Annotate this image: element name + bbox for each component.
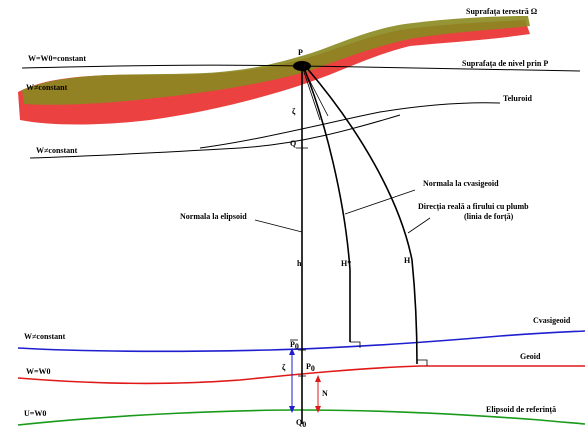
point-label-h-star: H*: [341, 259, 351, 268]
label-cvasigeoid: Cvasigeoid: [533, 316, 571, 325]
n-arrow-head-bottom: [315, 406, 321, 413]
label-w-w0-constant: W=W0=constant: [28, 54, 86, 63]
label-linia-forta: (linia de forță): [464, 212, 514, 221]
geoid-line: [17, 365, 585, 385]
label-directia-reala: Direcția reală a firului cu plumb: [418, 202, 529, 211]
label-u-w0: U=W0: [24, 409, 46, 418]
cvasigeoid-line: [17, 330, 586, 353]
label-geoid: Geoid: [520, 352, 541, 361]
fan-line-1: [301, 65, 329, 117]
label-suprafata-terestra: Suprafața terestră Ω: [466, 7, 538, 16]
zeta-arrow-head-bottom: [289, 406, 295, 413]
right-angle-geoid: [417, 359, 428, 366]
label-w-neq-constant-3: W≠constant: [24, 332, 66, 341]
callout-directia-reala: [407, 217, 431, 234]
quasigeoid-normal-curve: [303, 67, 351, 342]
point-p-marker: [293, 61, 311, 71]
point-label-zeta-bottom: ζ: [282, 363, 286, 372]
label-elipsoid: Elipsoid de referință: [486, 405, 556, 414]
label-suprafata-nivel: Suprafața de nivel prin P: [462, 59, 548, 68]
point-label-h: h: [297, 259, 302, 268]
label-teluroid: Teluroid: [503, 94, 532, 103]
point-label-n: N: [322, 389, 328, 398]
label-normala-elipsoid: Normala la elipsoid: [180, 212, 247, 221]
point-label-p: P: [298, 48, 303, 57]
point-label-p0bar: P0: [290, 340, 299, 351]
w-neq-constant-mid-line: [29, 114, 401, 159]
fan-line-2: [301, 65, 321, 121]
point-label-p0: P0: [306, 362, 315, 373]
zeta-arrow-head-top: [289, 348, 295, 355]
terrain-olive-layer: [22, 16, 530, 105]
label-w-neq-constant-2: W≠constant: [36, 146, 78, 155]
teluroid-line: [199, 102, 501, 149]
point-label-h-big: H: [404, 256, 411, 265]
label-w-neq-constant-1: W≠constant: [26, 83, 68, 92]
callout-normala-elipsoid: [254, 219, 303, 233]
callout-normala-cvasigeoid: [344, 189, 416, 215]
terrain-surface: [18, 16, 530, 125]
ellipsoid-line: [17, 409, 586, 426]
point-label-zeta-top: ζ: [292, 107, 296, 116]
point-label-q0: Q0: [296, 418, 306, 429]
n-arrow-head-top: [315, 375, 321, 382]
plumb-line-curve: [305, 66, 418, 365]
point-label-q: Q: [290, 139, 296, 148]
label-w-w0: W=W0: [26, 367, 51, 376]
label-normala-cvasigeoid: Normala la cvasigeoid: [423, 179, 499, 188]
right-angle-quasigeoid: [350, 341, 361, 348]
